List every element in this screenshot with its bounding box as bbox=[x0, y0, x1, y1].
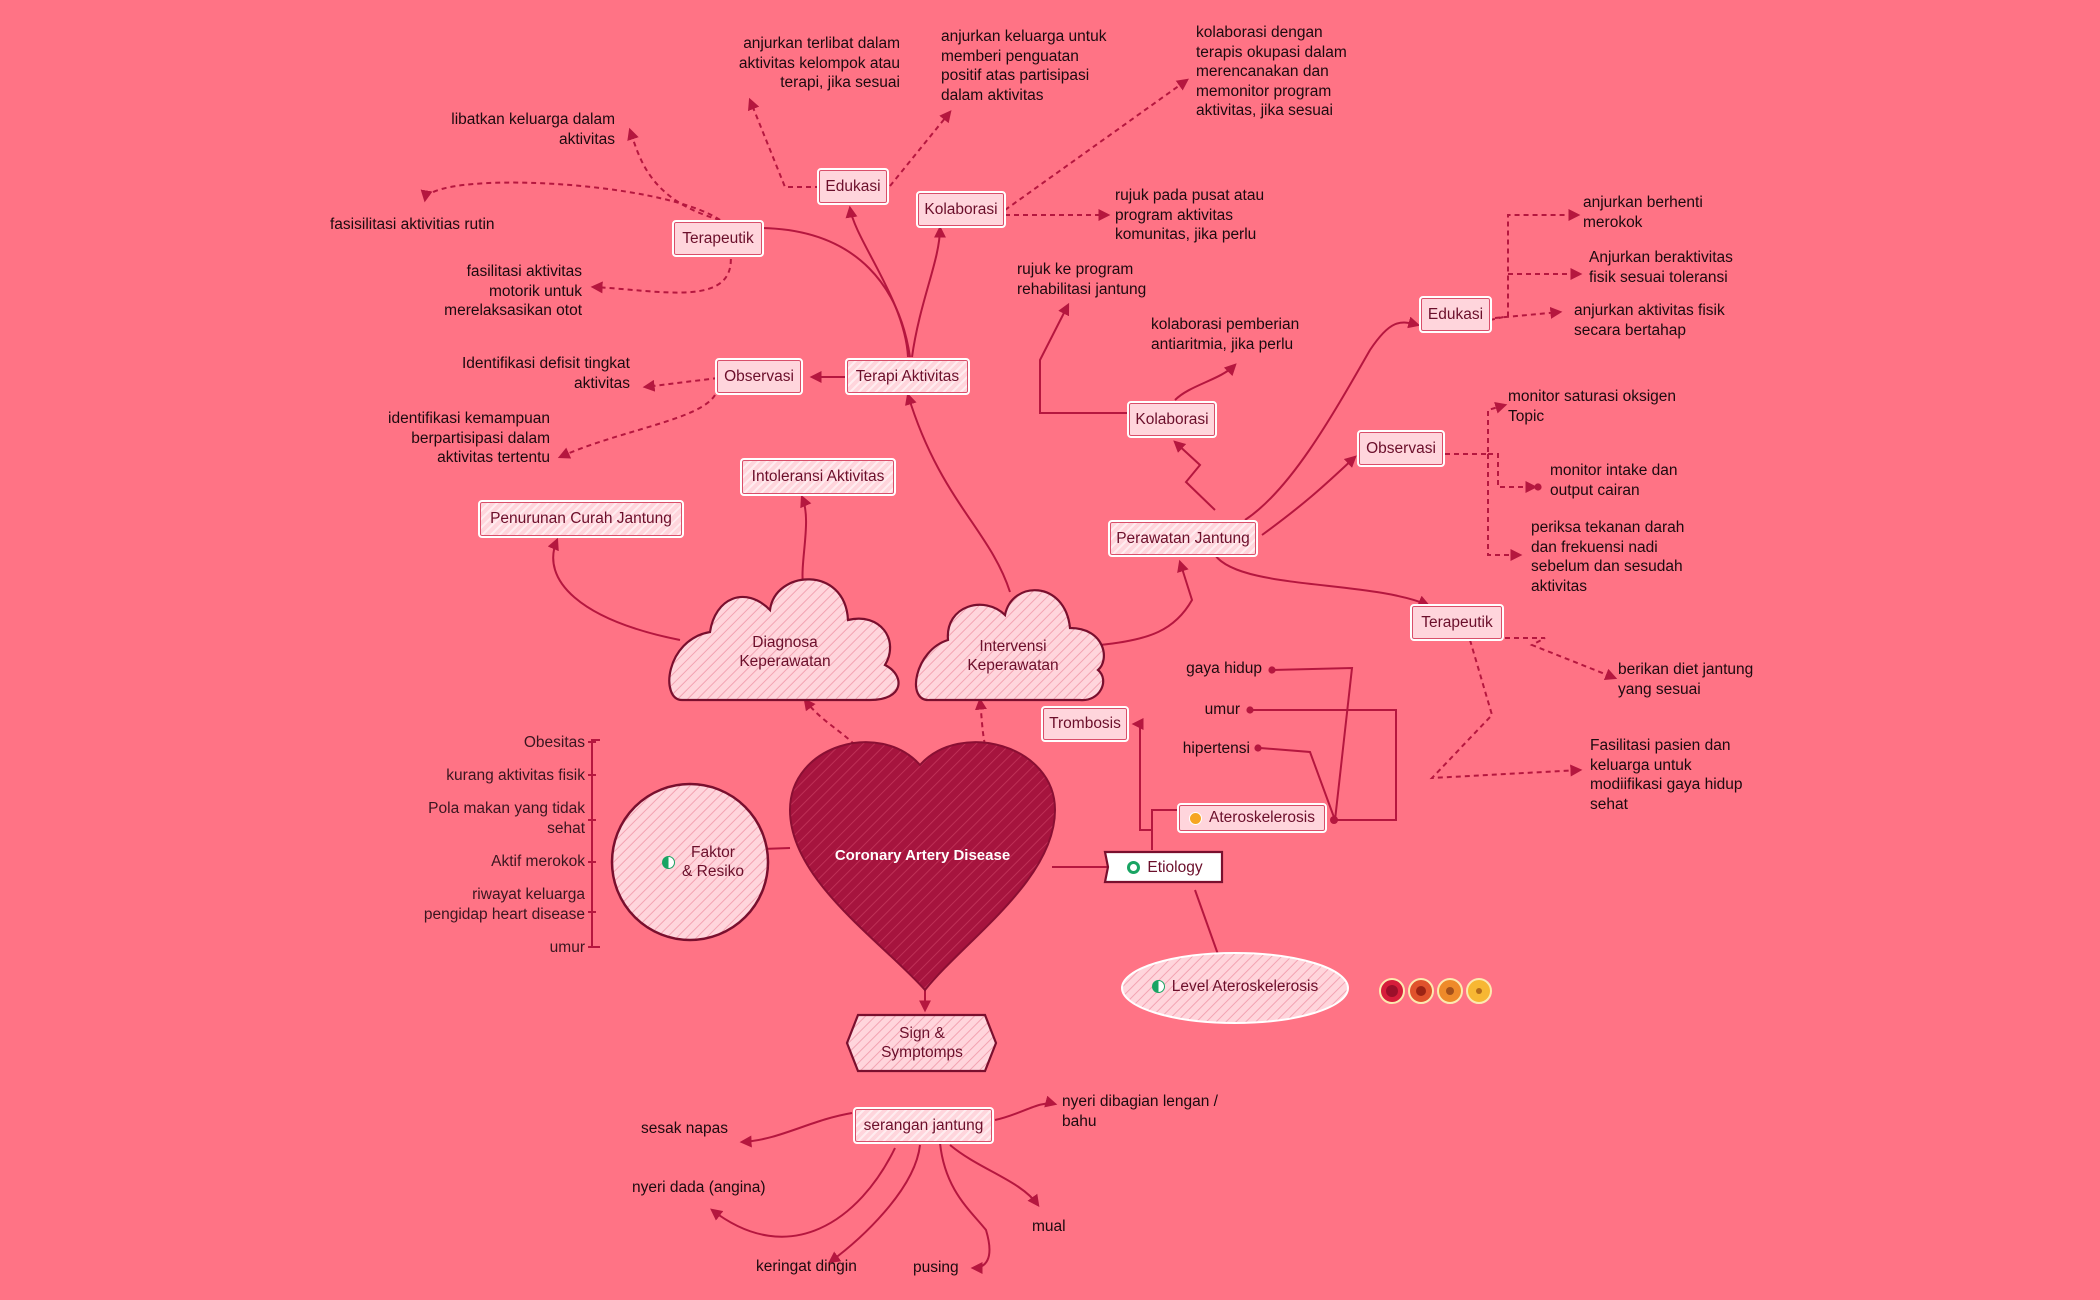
penurunan-curah-jantung[interactable]: Penurunan Curah Jantung bbox=[478, 500, 684, 538]
diagnosa-label[interactable]: Diagnosa Keperawatan bbox=[739, 634, 831, 670]
faktor-item-2: kurang aktivitas fisik bbox=[446, 767, 585, 784]
search-q-icon bbox=[1127, 861, 1141, 874]
terapi-terapeutik-item-3: fasilitasi aktivitas motorik untuk merel… bbox=[444, 263, 582, 319]
terapi-terapeutik[interactable]: Terapeutik bbox=[672, 220, 764, 257]
heart-shape bbox=[788, 741, 1057, 992]
terapi-kolaborasi-item-1: kolaborasi dengan terapis okupasi dalam … bbox=[1196, 24, 1347, 119]
diagnosa-cloud bbox=[668, 578, 900, 702]
symptom-sesak-napas: sesak napas bbox=[641, 1120, 729, 1137]
perawatan-kolaborasi-item-1: rujuk ke program rehabilitasi jantung bbox=[1017, 261, 1147, 298]
terapi-observasi-item-1: Identifikasi defisit tingkat aktivitas bbox=[461, 355, 630, 392]
terapi-edukasi[interactable]: Edukasi bbox=[817, 168, 889, 205]
perawatan-observasi-item-2: monitor intake dan output cairan bbox=[1550, 462, 1678, 499]
perawatan-terapeutik-item-2: Fasilitasi pasien dan keluarga untuk mod… bbox=[1590, 737, 1743, 813]
level-indicators bbox=[1379, 978, 1492, 1004]
perawatan-observasi-item-3: periksa tekanan darah dan frekuensi nadi… bbox=[1531, 519, 1685, 595]
perawatan-edukasi-item-1: anjurkan berhenti merokok bbox=[1583, 194, 1703, 231]
perawatan-edukasi-item-2: Anjurkan beraktivitas fisik sesuai toler… bbox=[1589, 249, 1733, 286]
trombosis[interactable]: Trombosis bbox=[1041, 706, 1129, 742]
ateroskelerosis[interactable]: Ateroskelerosis bbox=[1177, 803, 1327, 833]
faktor-item-5: riwayat keluarga pengidap heart disease bbox=[423, 886, 585, 923]
faktor-circle bbox=[610, 782, 770, 942]
perawatan-observasi[interactable]: Observasi bbox=[1357, 430, 1445, 467]
center-title[interactable]: Coronary Artery Disease bbox=[834, 847, 1011, 864]
faktor-item-1: Obesitas bbox=[523, 734, 585, 751]
terapi-terapeutik-item-1: libatkan keluarga dalam aktivitas bbox=[451, 111, 615, 148]
half-pie-icon bbox=[1151, 980, 1165, 993]
symptom-nyeri-lengan: nyeri dibagian lengan / bahu bbox=[1062, 1093, 1218, 1130]
terapi-aktivitas[interactable]: Terapi Aktivitas bbox=[845, 358, 970, 395]
terapi-kolaborasi-item-2: rujuk pada pusat atau program aktivitas … bbox=[1115, 187, 1265, 243]
cause-gaya-hidup: gaya hidup bbox=[1186, 660, 1262, 677]
terapi-edukasi-item-2: anjurkan keluarga untuk memberi penguata… bbox=[941, 28, 1107, 104]
symptom-keringat-dingin: keringat dingin bbox=[756, 1258, 857, 1275]
terapi-edukasi-item-1: anjurkan terlibat dalam aktivitas kelomp… bbox=[738, 35, 900, 91]
perawatan-edukasi[interactable]: Edukasi bbox=[1419, 296, 1492, 333]
faktor-item-3: Pola makan yang tidak sehat bbox=[428, 800, 585, 837]
serangan-jantung[interactable]: serangan jantung bbox=[853, 1107, 994, 1144]
flag-icon bbox=[1189, 811, 1203, 825]
perawatan-terapeutik[interactable]: Terapeutik bbox=[1410, 604, 1504, 641]
terapi-observasi[interactable]: Observasi bbox=[715, 358, 803, 395]
etiology-text: Etiology bbox=[1147, 859, 1203, 876]
perawatan-kolaborasi[interactable]: Kolaborasi bbox=[1127, 401, 1217, 438]
symptom-pusing: pusing bbox=[913, 1259, 959, 1276]
perawatan-jantung[interactable]: Perawatan Jantung bbox=[1108, 520, 1258, 557]
faktor-text: Faktor & Resiko bbox=[681, 844, 745, 880]
perawatan-kolaborasi-item-2: kolaborasi pemberian antiaritmia, jika p… bbox=[1151, 316, 1300, 353]
perawatan-edukasi-item-3: anjurkan aktivitas fisik secara bertahap bbox=[1574, 302, 1725, 339]
level-label[interactable]: Level Ateroskelerosis bbox=[1130, 977, 1340, 996]
symptom-nyeri-dada: nyeri dada (angina) bbox=[632, 1179, 766, 1196]
etiology-label[interactable]: Etiology bbox=[1108, 858, 1222, 877]
cause-umur: umur bbox=[1204, 701, 1240, 718]
sign-label[interactable]: Sign & Symptomps bbox=[881, 1025, 963, 1061]
level-ellipse bbox=[1121, 952, 1349, 1024]
terapi-kolaborasi[interactable]: Kolaborasi bbox=[916, 191, 1006, 228]
sign-hexagon bbox=[845, 1013, 998, 1073]
faktor-label[interactable]: Faktor & Resiko bbox=[638, 843, 768, 881]
etiology-shape bbox=[1103, 850, 1224, 884]
symptom-mual: mual bbox=[1032, 1218, 1066, 1235]
faktor-item-6: umur bbox=[549, 939, 585, 956]
intervensi-cloud bbox=[914, 589, 1105, 702]
half-pie-icon bbox=[661, 855, 675, 869]
level-text: Level Ateroskelerosis bbox=[1171, 978, 1319, 995]
cause-hipertensi: hipertensi bbox=[1182, 740, 1250, 757]
faktor-item-4: Aktif merokok bbox=[491, 853, 585, 870]
terapi-observasi-item-2: identifikasi kemampuan berpartisipasi da… bbox=[388, 410, 550, 466]
perawatan-observasi-item-1: monitor saturasi oksigen Topic bbox=[1508, 388, 1676, 425]
perawatan-terapeutik-item-1: berikan diet jantung yang sesuai bbox=[1618, 661, 1754, 698]
terapi-terapeutik-item-2: fasisilitasi aktivitias rutin bbox=[330, 216, 495, 233]
intoleransi-aktivitas[interactable]: Intoleransi Aktivitas bbox=[740, 458, 896, 496]
intervensi-label[interactable]: Intervensi Keperawatan bbox=[967, 638, 1059, 674]
ateroskelerosis-text: Ateroskelerosis bbox=[1209, 809, 1315, 826]
